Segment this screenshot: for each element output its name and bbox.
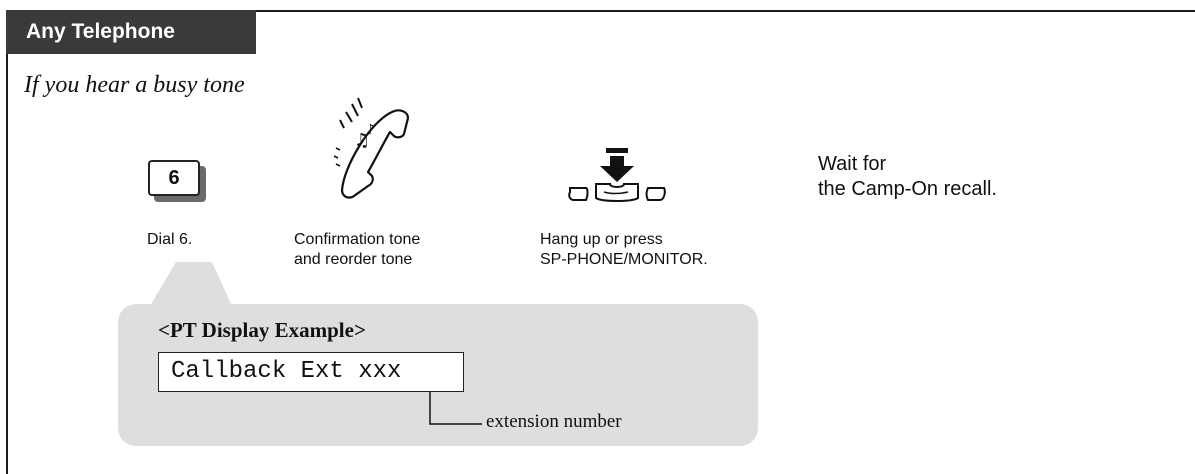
hang-up-icon [568,148,666,202]
dial-key: 6 [148,160,208,204]
key-label: 6 [148,160,200,196]
extension-number-annotation: extension number [486,411,622,432]
step-confirmation-label: Confirmation tone and reorder tone [294,231,421,268]
step-dial-label: Dial 6. [147,231,193,248]
svg-text:♫: ♫ [354,130,370,151]
section-header: Any Telephone [6,10,256,54]
svg-text:♪: ♪ [366,122,375,138]
condition-subtitle: If you hear a busy tone [24,72,245,98]
step-hangup-label: Hang up or press SP-PHONE/MONITOR. [540,231,708,268]
display-screen: Callback Ext xxx [158,352,464,392]
section-frame [6,10,1195,474]
wait-note: Wait for the Camp-On recall. [818,153,997,200]
display-example-title: <PT Display Example> [158,318,366,342]
handset-with-tone-icon: ♫ ♪ [333,97,410,199]
